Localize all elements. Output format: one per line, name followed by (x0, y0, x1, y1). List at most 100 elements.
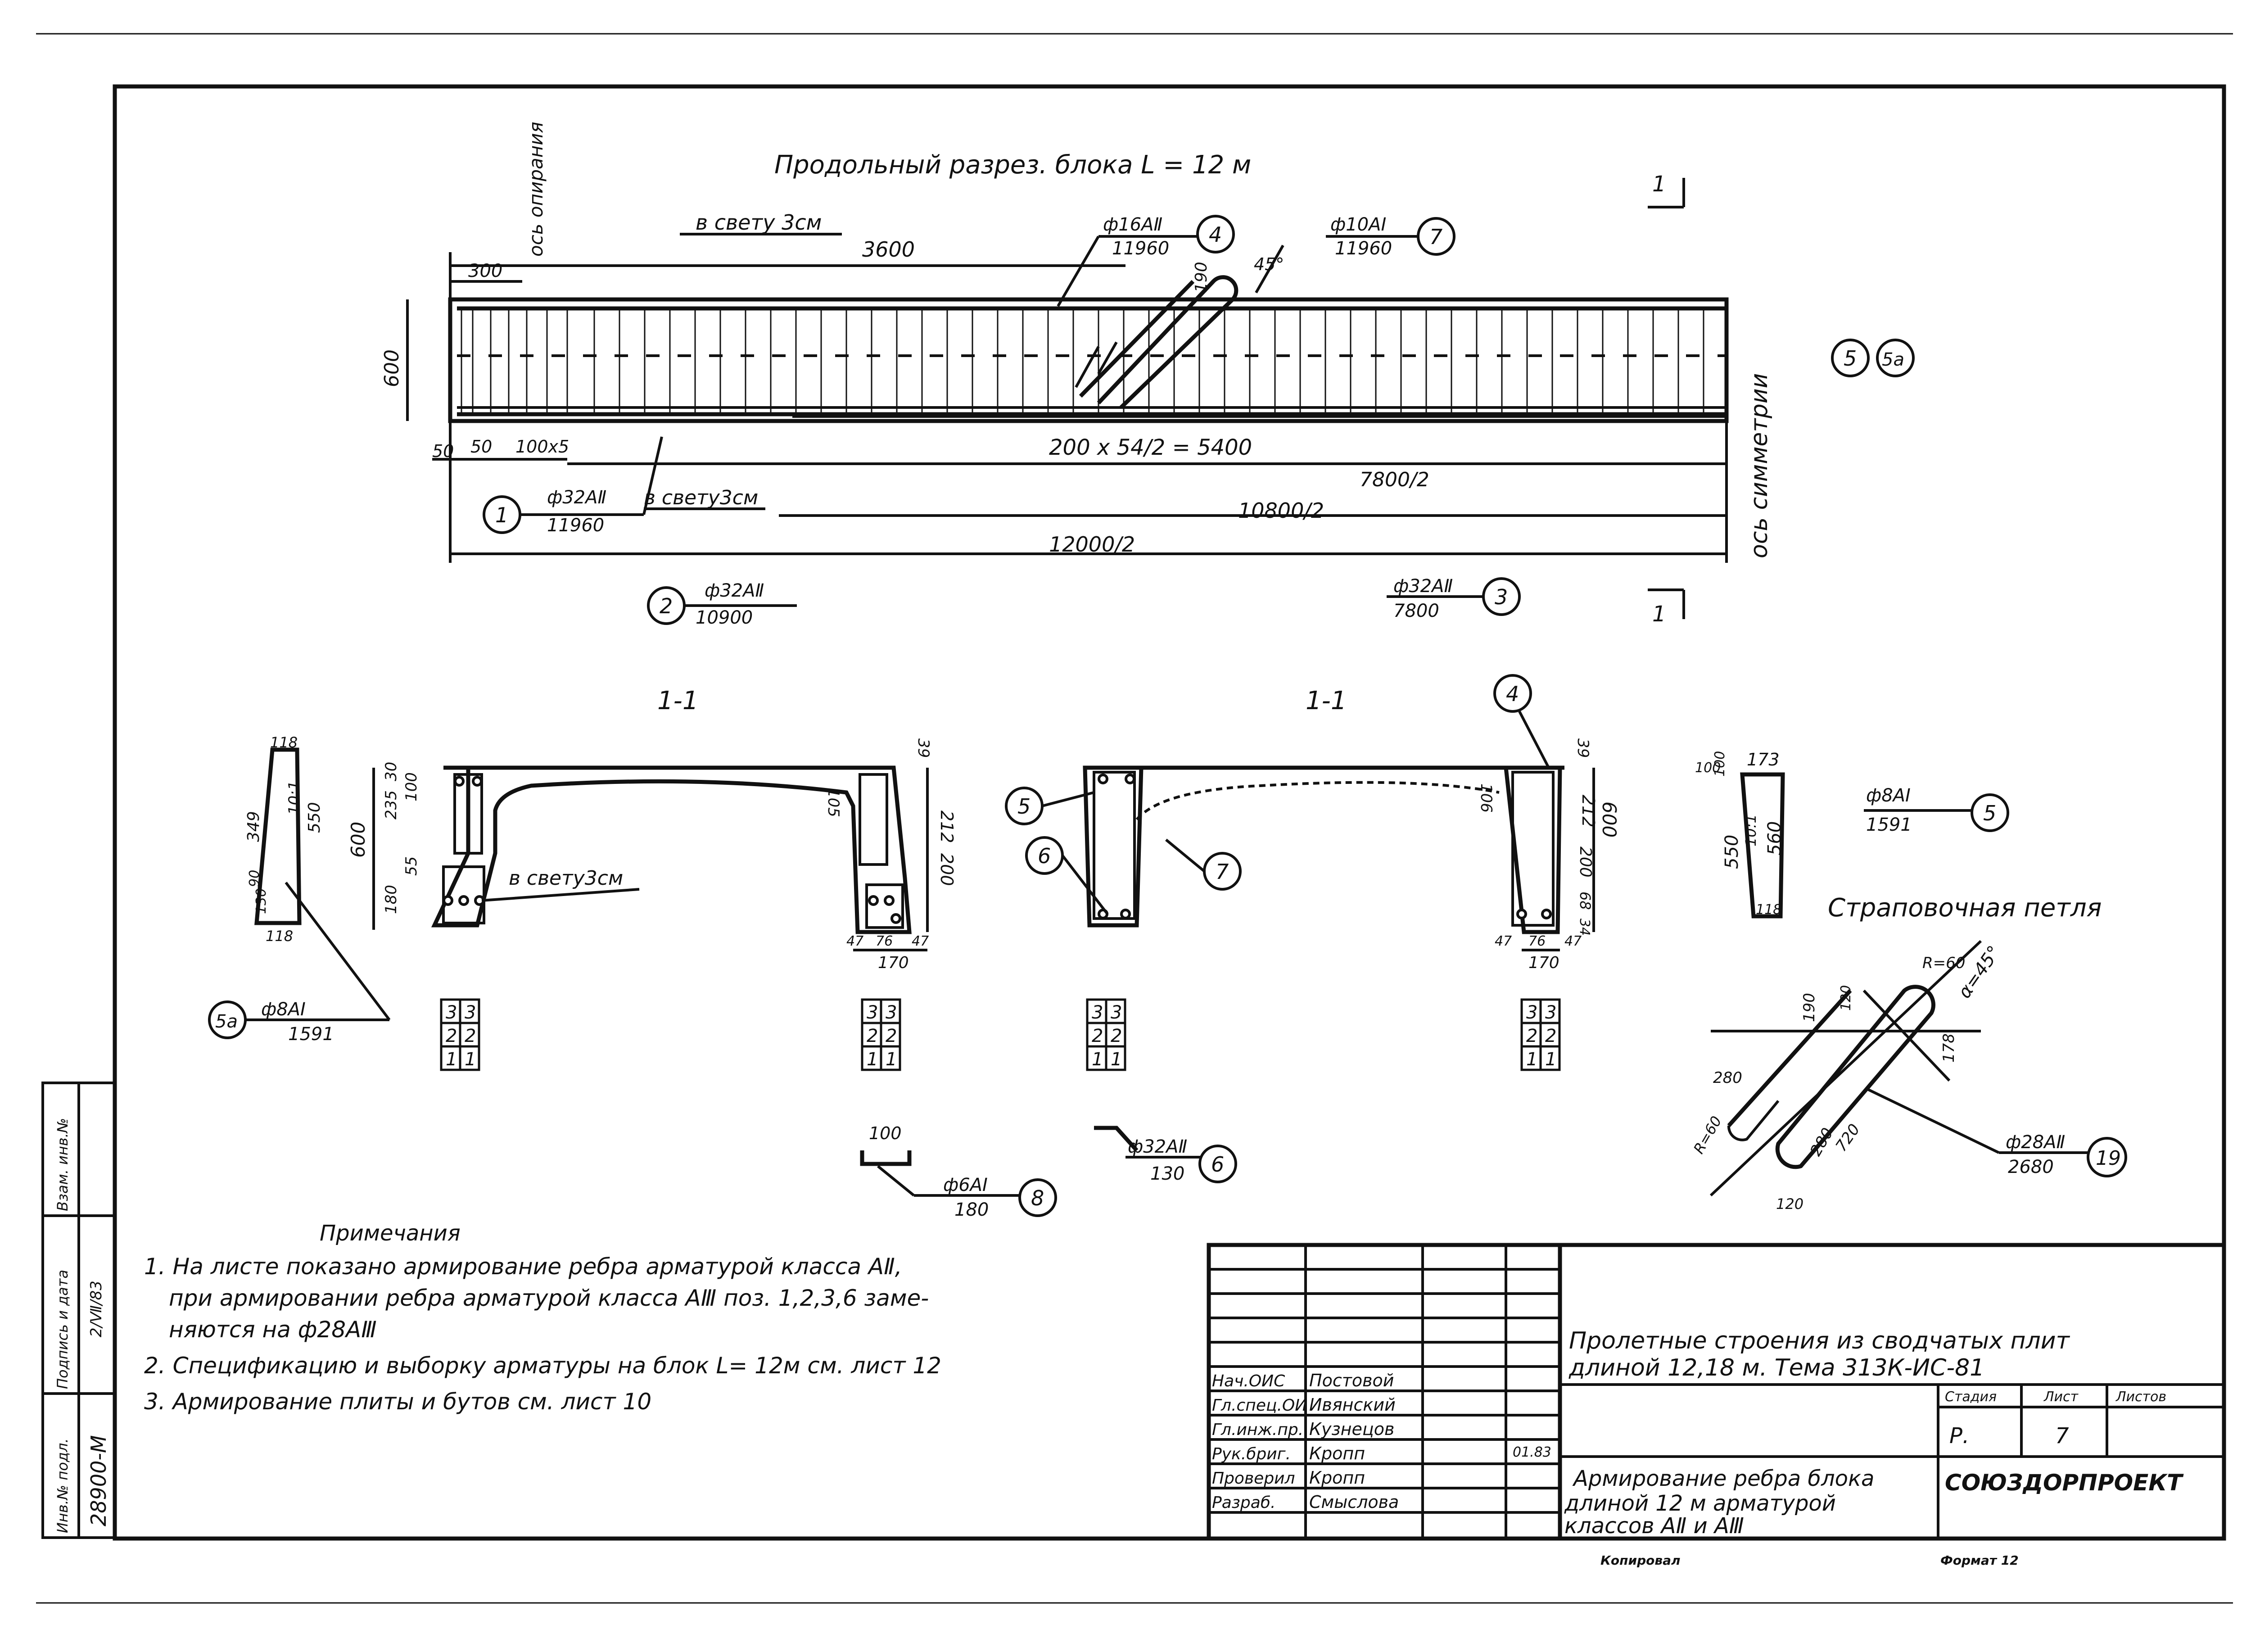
sheet-value: 7 (2055, 1423, 2069, 1448)
svg-text:550: 550 (305, 802, 324, 833)
svg-text:47: 47 (1564, 933, 1582, 949)
note-line-4: 2. Спецификацию и выборку арматуры на бл… (144, 1353, 941, 1379)
grid-cell-value: 1 (1545, 1049, 1556, 1070)
grid-cell-value: 3 (1545, 1002, 1556, 1023)
svg-text:ф32АⅡ: ф32АⅡ (705, 580, 764, 601)
svg-text:30: 30 (382, 762, 400, 781)
grid-cell-value: 2 (465, 1026, 476, 1046)
svg-text:106: 106 (1477, 783, 1495, 813)
svg-text:5: 5 (1983, 801, 1996, 825)
project-line-2: длиной 12,18 м. Тема 313К-ИС-81 (1568, 1354, 1984, 1381)
dim-7800: 7800/2 (1360, 468, 1429, 491)
dim-3600: 3600 (862, 237, 915, 262)
dim-50b: 50 (470, 437, 492, 457)
side-stamp: Взам. инв.№ Подпись и дата 2/Ⅶ/83 Инв.№ … (41, 1082, 116, 1539)
svg-text:180: 180 (382, 885, 400, 914)
svg-text:ф32АⅡ: ф32АⅡ (1128, 1136, 1187, 1157)
bar-callout-7: 7 ф10АⅠ 11960 (1326, 214, 1455, 259)
svg-text:280: 280 (1713, 1069, 1742, 1087)
svg-text:34: 34 (1577, 919, 1592, 936)
svg-text:2: 2 (660, 594, 673, 618)
svg-text:212: 212 (1578, 795, 1598, 828)
longitudinal-section: ось опирания ось симметрии в свету 3см 3… (380, 122, 1773, 563)
svg-text:100: 100 (1712, 751, 1728, 777)
svg-text:90: 90 (247, 870, 262, 887)
dim-600: 600 (380, 349, 403, 387)
grid-cell-value: 1 (446, 1049, 457, 1070)
signer-role: Разраб. (1212, 1494, 1275, 1512)
svg-text:550: 550 (1722, 835, 1742, 869)
svg-text:2/Ⅶ/83: 2/Ⅶ/83 (87, 1281, 105, 1337)
svg-text:118: 118 (270, 734, 298, 751)
signer-name: Кропп (1309, 1468, 1365, 1488)
svg-text:ф28АⅡ: ф28АⅡ (2006, 1132, 2065, 1153)
svg-text:19: 19 (2096, 1147, 2121, 1170)
bar-callout-5: ф8АⅠ 1591 5 (1864, 785, 2009, 835)
support-axis-label: ось опирания (525, 122, 547, 257)
svg-text:173: 173 (1747, 750, 1780, 769)
dim-300: 300 (468, 261, 502, 281)
svg-text:ф32АⅡ: ф32АⅡ (547, 487, 606, 508)
bar-6-shape: ф32АⅡ 130 6 (1094, 1126, 1237, 1184)
svg-text:170: 170 (1528, 954, 1559, 972)
svg-text:ф8АⅠ: ф8АⅠ (261, 999, 306, 1020)
cross-section-right: 106 39 212 600 200 68 34 47 76 47 170 (1083, 738, 1620, 972)
svg-text:5а: 5а (215, 1011, 238, 1032)
grid-cell-value: 1 (465, 1049, 476, 1070)
svg-text:100: 100 (869, 1123, 902, 1143)
grid-cell-value: 3 (1111, 1002, 1122, 1023)
svg-text:235: 235 (382, 790, 400, 819)
svg-text:ф6АⅠ: ф6АⅠ (943, 1175, 988, 1195)
dim-clear-bottom: в свету3см (644, 486, 758, 509)
svg-text:4: 4 (1209, 222, 1222, 247)
signer-name: Кузнецов (1309, 1419, 1394, 1439)
svg-text:1: 1 (495, 503, 508, 527)
svg-text:200: 200 (937, 853, 957, 886)
format-label: Формат 12 (1940, 1553, 2019, 1568)
grid-cell-value: 2 (1092, 1026, 1103, 1046)
grid-cell (459, 1045, 480, 1071)
grid-cell-value: 2 (1545, 1026, 1556, 1046)
dim-50a: 50 (432, 441, 454, 461)
svg-text:Взам. инв.№: Взам. инв.№ (54, 1118, 71, 1211)
signer-name: Постовой (1309, 1371, 1394, 1390)
dim-10800: 10800/2 (1238, 498, 1324, 523)
svg-text:600: 600 (347, 822, 369, 858)
grid-cell-value: 2 (446, 1026, 457, 1046)
svg-text:7: 7 (1429, 225, 1442, 249)
grid-cell-value: 1 (867, 1049, 878, 1070)
section-callouts: 4 5 6 7 (1005, 674, 1550, 915)
svg-text:39: 39 (914, 738, 932, 758)
svg-text:5: 5 (1844, 346, 1857, 371)
svg-text:R=60: R=60 (1922, 954, 1965, 972)
svg-text:105: 105 (824, 788, 842, 817)
dim-190: 190 (1192, 262, 1211, 293)
note-line-5: 3. Армирование плиты и бутов см. лист 10 (144, 1389, 651, 1415)
svg-text:170: 170 (878, 954, 909, 972)
svg-text:7800: 7800 (1393, 601, 1439, 621)
stage-label: Стадия (1945, 1389, 1997, 1405)
svg-text:11960: 11960 (1112, 238, 1169, 259)
svg-text:1: 1 (1652, 602, 1666, 627)
copied-by-label: Копировал (1600, 1553, 1681, 1568)
grid-cell-value: 1 (1526, 1049, 1537, 1070)
svg-text:ф32АⅡ: ф32АⅡ (1393, 576, 1453, 597)
svg-text:120: 120 (1776, 1195, 1804, 1213)
signer-role: Гл.инж.пр. (1212, 1421, 1303, 1439)
signer-role: Гл.спец.ОИ (1212, 1396, 1307, 1415)
signer-name: Ивянский (1309, 1395, 1396, 1415)
svg-text:600: 600 (1598, 801, 1620, 837)
svg-text:47: 47 (846, 933, 863, 949)
svg-text:5а: 5а (1882, 349, 1904, 370)
svg-text:Подпись и дата: Подпись и дата (54, 1270, 71, 1389)
svg-text:76: 76 (876, 933, 893, 949)
bar-callout-5-5a: 5 5а (1831, 339, 1915, 377)
svg-text:8: 8 (1031, 1186, 1044, 1210)
notes-heading: Примечания (320, 1221, 461, 1246)
bar-callout-5a: 5а ф8АⅠ 1591 (208, 882, 391, 1045)
